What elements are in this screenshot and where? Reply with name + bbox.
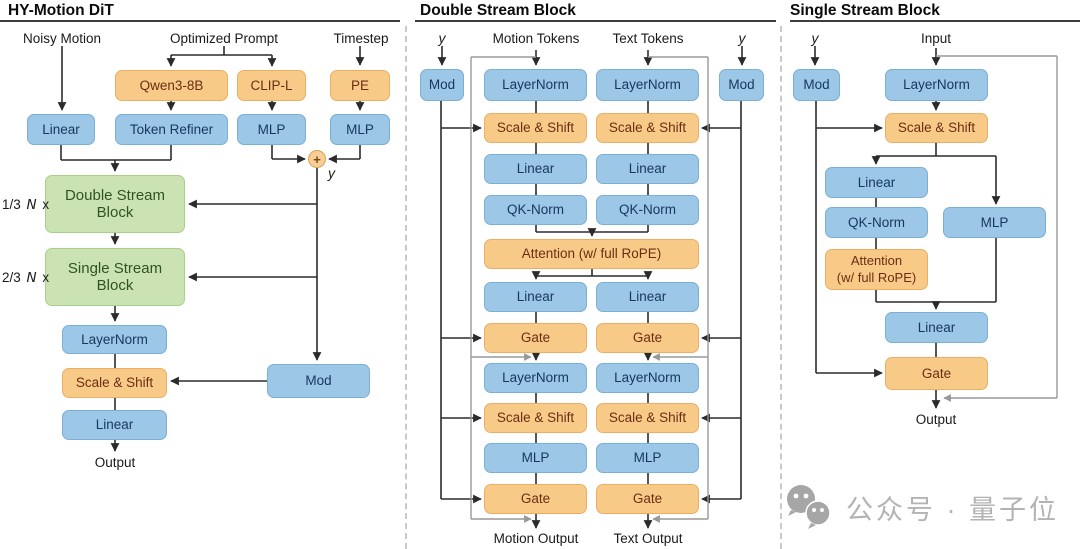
y-label-double-right: y: [738, 30, 746, 46]
node-motion-qk-norm: QK-Norm: [484, 195, 587, 225]
node-text-layernorm-1: LayerNorm: [596, 69, 699, 101]
y-label-left-panel: y: [328, 165, 335, 181]
panel-title-hy-motion-dit: HY-Motion DiT: [8, 2, 114, 19]
title-underline-left: [0, 20, 400, 22]
node-text-gate-1: Gate: [596, 323, 699, 353]
node-motion-mlp: MLP: [484, 443, 587, 473]
node-text-scale-shift-1: Scale & Shift: [596, 113, 699, 143]
input-label-optimized-prompt: Optimized Prompt: [169, 31, 279, 46]
panel-title-single-stream: Single Stream Block: [790, 2, 940, 19]
node-linear-input: Linear: [27, 114, 95, 145]
node-motion-gate-1: Gate: [484, 323, 587, 353]
y-label-double-left: y: [438, 30, 446, 46]
node-text-linear-1: Linear: [596, 154, 699, 184]
node-clip-l: CLIP-L: [237, 70, 306, 101]
node-text-linear-2: Linear: [596, 282, 699, 312]
panel-separator-right: [780, 26, 782, 549]
n-symbol: N: [26, 197, 37, 213]
watermark-text: 公众号 · 量子位: [846, 494, 1059, 525]
motion-output-label: Motion Output: [493, 531, 579, 546]
title-underline-right: [790, 20, 1080, 22]
watermark: 公众号 · 量子位: [782, 483, 1059, 531]
node-mlp-single: MLP: [943, 207, 1046, 238]
node-text-mlp: MLP: [596, 443, 699, 473]
node-text-qk-norm: QK-Norm: [596, 195, 699, 225]
node-motion-linear-1: Linear: [484, 154, 587, 184]
multiplier-single-stream: 2/3 N x: [2, 270, 50, 286]
node-token-refiner: Token Refiner: [115, 114, 228, 145]
node-mod-double-left: Mod: [420, 69, 464, 101]
input-label-noisy-motion: Noisy Motion: [22, 31, 102, 46]
node-double-stream-block: Double Stream Block: [45, 175, 185, 233]
node-text-gate-2: Gate: [596, 484, 699, 514]
panel-title-double-stream: Double Stream Block: [420, 2, 576, 19]
node-linear-out-single: Linear: [885, 312, 988, 343]
node-motion-scale-shift-2: Scale & Shift: [484, 403, 587, 433]
text-output-label: Text Output: [613, 531, 683, 546]
node-layernorm-single: LayerNorm: [885, 69, 988, 101]
node-scale-shift-single: Scale & Shift: [885, 113, 988, 143]
node-motion-gate-2: Gate: [484, 484, 587, 514]
input-label-single: Input: [920, 31, 952, 46]
node-mod-left-panel: Mod: [267, 364, 370, 398]
panel-separator-left: [405, 26, 407, 549]
multiplier-double-stream: 1/3 N x: [2, 197, 50, 213]
node-layernorm-left: LayerNorm: [62, 325, 167, 354]
node-mod-double-right: Mod: [719, 69, 764, 101]
title-underline-middle: [415, 20, 776, 22]
node-motion-layernorm-2: LayerNorm: [484, 363, 587, 393]
node-attention-single: Attention (w/ full RoPE): [825, 249, 928, 290]
node-mod-single: Mod: [793, 69, 840, 101]
node-pe: PE: [330, 70, 390, 101]
node-text-scale-shift-2: Scale & Shift: [596, 403, 699, 433]
node-gate-single: Gate: [885, 357, 988, 390]
motion-tokens-label: Motion Tokens: [492, 31, 580, 46]
sum-node: +: [308, 150, 326, 168]
node-qwen3-8b: Qwen3-8B: [115, 70, 228, 101]
input-label-timestep: Timestep: [333, 31, 389, 46]
node-scale-shift-left: Scale & Shift: [62, 368, 167, 398]
node-linear-qkv-single: Linear: [825, 167, 928, 198]
node-single-stream-block: Single Stream Block: [45, 248, 185, 306]
wechat-icon: [787, 485, 831, 529]
node-mlp-pe: MLP: [330, 114, 390, 145]
node-attention-double: Attention (w/ full RoPE): [484, 239, 699, 269]
node-motion-layernorm-1: LayerNorm: [484, 69, 587, 101]
output-label-single: Output: [915, 412, 957, 427]
node-qk-norm-single: QK-Norm: [825, 207, 928, 238]
node-text-layernorm-2: LayerNorm: [596, 363, 699, 393]
node-mlp-clip: MLP: [237, 114, 306, 145]
output-label-left: Output: [94, 455, 136, 470]
n-symbol: N: [26, 270, 37, 286]
y-label-single: y: [811, 30, 819, 46]
node-motion-scale-shift-1: Scale & Shift: [484, 113, 587, 143]
node-motion-linear-2: Linear: [484, 282, 587, 312]
node-linear-output-left: Linear: [62, 410, 167, 440]
text-tokens-label: Text Tokens: [612, 31, 684, 46]
